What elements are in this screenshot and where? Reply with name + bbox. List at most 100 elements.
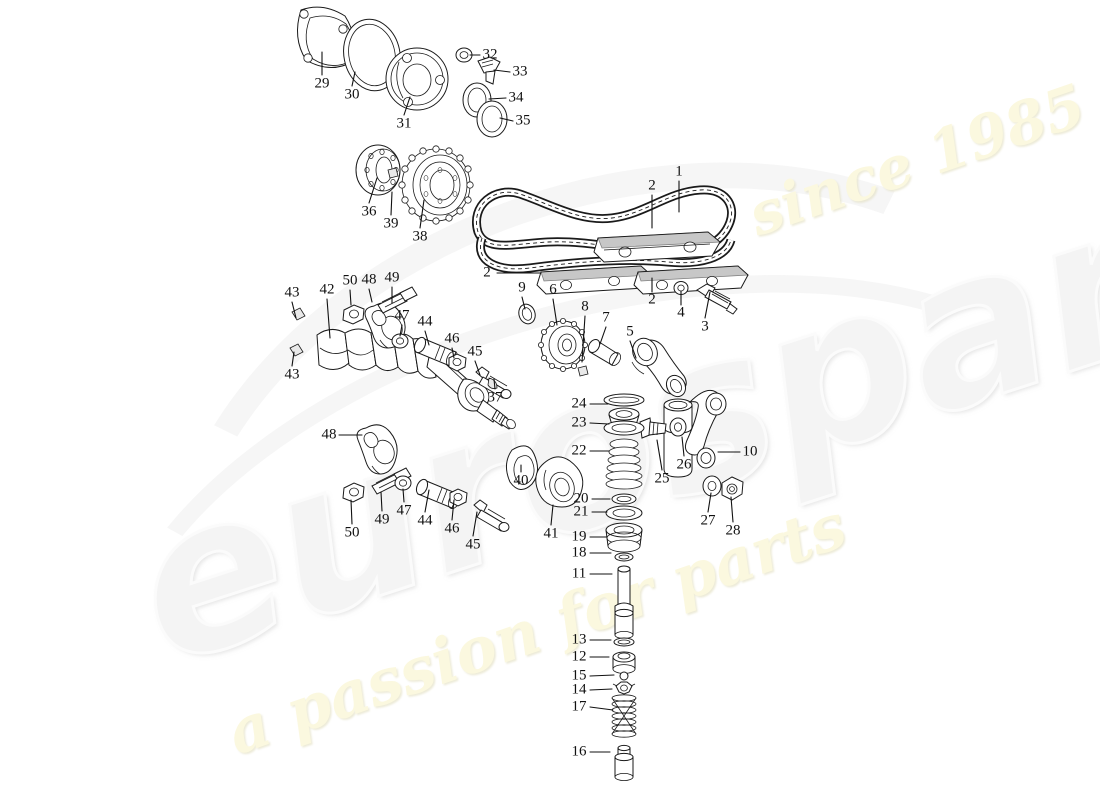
part-3-bolt <box>696 283 738 315</box>
callout-number: 15 <box>572 667 587 683</box>
callout-number: 36 <box>362 203 378 219</box>
callout-50b: 50 <box>345 499 360 540</box>
callout-leader-line <box>291 351 295 367</box>
callout-10: 10 <box>717 443 758 459</box>
callout-leader-line <box>474 360 481 376</box>
callout-number: 29 <box>315 75 330 91</box>
callout-leader-line <box>424 330 430 346</box>
callout-number: 16 <box>572 743 588 759</box>
part-11-valve <box>614 565 634 640</box>
callout-leader-line <box>704 291 711 319</box>
callout-number: 3 <box>701 318 709 334</box>
part-50-nut-upper <box>342 304 365 325</box>
part-18-o-ring <box>614 552 634 562</box>
callout-38: 38 <box>413 199 428 244</box>
part-21-washer <box>605 505 643 521</box>
callout-37: 37 <box>488 378 504 405</box>
callout-6: 6 <box>549 281 558 326</box>
callout-7: 7 <box>599 309 610 345</box>
callout-19: 19 <box>572 528 608 544</box>
part-50-nut-lower <box>342 482 365 503</box>
callout-number: 45 <box>466 536 481 552</box>
callout-14: 14 <box>572 681 613 697</box>
part-29-gasket <box>296 6 355 68</box>
callout-30: 30 <box>345 71 360 102</box>
callout-40: 40 <box>514 464 529 488</box>
part-19-spring-seat <box>605 522 643 553</box>
callout-leader-line <box>589 688 613 691</box>
callout-leader-line <box>493 378 496 390</box>
callout-leader-line <box>488 97 507 100</box>
callout-number: 4 <box>677 304 685 320</box>
callout-leader-line <box>390 191 393 216</box>
part-17-valve-spring <box>611 694 637 738</box>
callout-25: 25 <box>655 439 670 486</box>
callout-number: 46 <box>445 330 461 346</box>
callout-leader-line <box>629 340 637 359</box>
callout-50a: 50 <box>343 272 358 306</box>
callout-leader-line <box>707 492 712 513</box>
callout-number: 48 <box>322 426 337 442</box>
callout-number: 17 <box>572 698 588 714</box>
callout-leader-line <box>681 436 685 457</box>
part-16-spring-seat <box>614 744 634 782</box>
callout-leader-line <box>368 288 373 303</box>
part-15-ball <box>619 671 629 681</box>
callout-number: 35 <box>516 112 531 128</box>
callout-43a: 43 <box>285 284 300 319</box>
callout-number: 2 <box>648 291 656 307</box>
callout-32: 32 <box>469 46 498 62</box>
callout-number: 7 <box>602 309 610 325</box>
part-43-dowel-pin-lower <box>289 343 304 357</box>
callout-number: 38 <box>413 228 428 244</box>
callout-46b: 46 <box>445 499 460 536</box>
callout-leader-line <box>380 491 383 512</box>
part-6-sprocket <box>538 317 589 372</box>
callout-leader-line <box>349 289 352 306</box>
callout-9: 9 <box>518 279 526 310</box>
callout-number: 2 <box>648 177 656 193</box>
callout-31: 31 <box>397 96 412 131</box>
callout-28: 28 <box>726 496 741 538</box>
callout-number: 18 <box>572 544 587 560</box>
callout-number: 43 <box>285 366 300 382</box>
callout-number-layer: 1222345678910111213141516171819202122232… <box>285 46 758 759</box>
part-46-washer-lower <box>449 488 468 507</box>
callout-leader-line <box>599 326 607 345</box>
callout-leader-line <box>550 504 554 526</box>
part-22-valve-spring <box>605 438 643 490</box>
part-9-ring <box>518 303 536 325</box>
part-40-oil-seal <box>506 445 538 490</box>
part-1-timing-chain <box>472 185 736 274</box>
callout-41: 41 <box>544 504 559 541</box>
callout-leader-line <box>451 499 455 521</box>
part-23-valve-spring-retainer <box>603 407 645 436</box>
part-48-rocker-arm-lower <box>356 424 398 475</box>
part-47-bushing-lower <box>394 475 412 491</box>
callout-leader-line <box>730 496 734 523</box>
callout-leader-line <box>451 347 455 359</box>
callout-46a: 46 <box>445 330 461 359</box>
callout-36: 36 <box>362 177 378 219</box>
callout-leader-line <box>403 96 411 116</box>
part-2-chain-guide-right <box>633 265 749 295</box>
callout-number: 12 <box>572 648 587 664</box>
part-12-valve-guide <box>612 651 636 674</box>
callout-5: 5 <box>626 323 637 359</box>
part-46-washer-upper <box>448 353 467 372</box>
callout-29: 29 <box>315 51 330 91</box>
callout-leader-line <box>402 488 405 503</box>
callout-number: 37 <box>488 389 504 405</box>
callout-number: 13 <box>572 631 587 647</box>
callout-leader-line <box>589 674 615 677</box>
callout-number: 14 <box>572 681 588 697</box>
callout-48b: 48 <box>322 426 363 442</box>
callout-1: 1 <box>675 163 683 213</box>
callout-2c: 2 <box>648 277 656 307</box>
callout-leader-line <box>552 298 558 326</box>
callout-17: 17 <box>572 698 614 714</box>
callout-leader-line <box>399 324 403 337</box>
callout-24: 24 <box>572 395 609 411</box>
